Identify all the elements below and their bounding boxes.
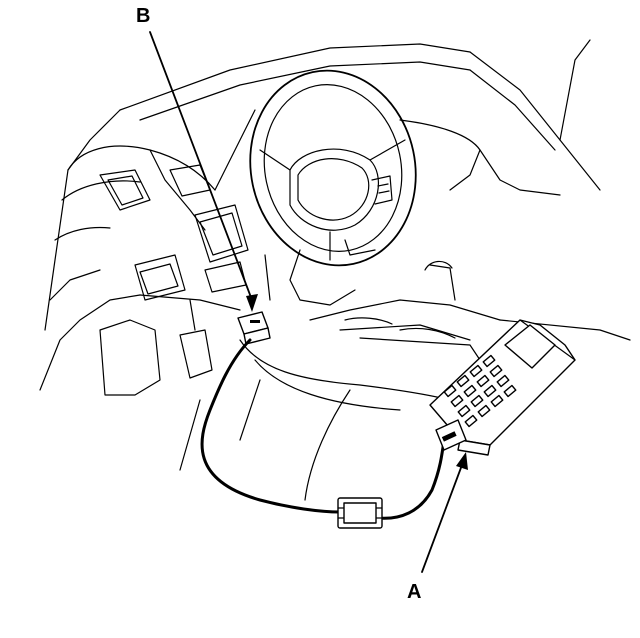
steering-wheel [249, 69, 417, 267]
leader-lines [149, 31, 468, 573]
callout-a-label: A [407, 581, 421, 603]
keypad [443, 354, 517, 428]
callout-b-label: B [136, 5, 150, 27]
cable-connector [337, 497, 383, 529]
seat-floor [179, 339, 451, 501]
scan-tool [429, 319, 576, 456]
dashboard [39, 109, 561, 396]
center-console [309, 260, 631, 361]
windshield-outline [67, 39, 601, 191]
data-link-connector [237, 311, 271, 345]
steering-column [264, 249, 356, 306]
cable [200, 338, 446, 520]
